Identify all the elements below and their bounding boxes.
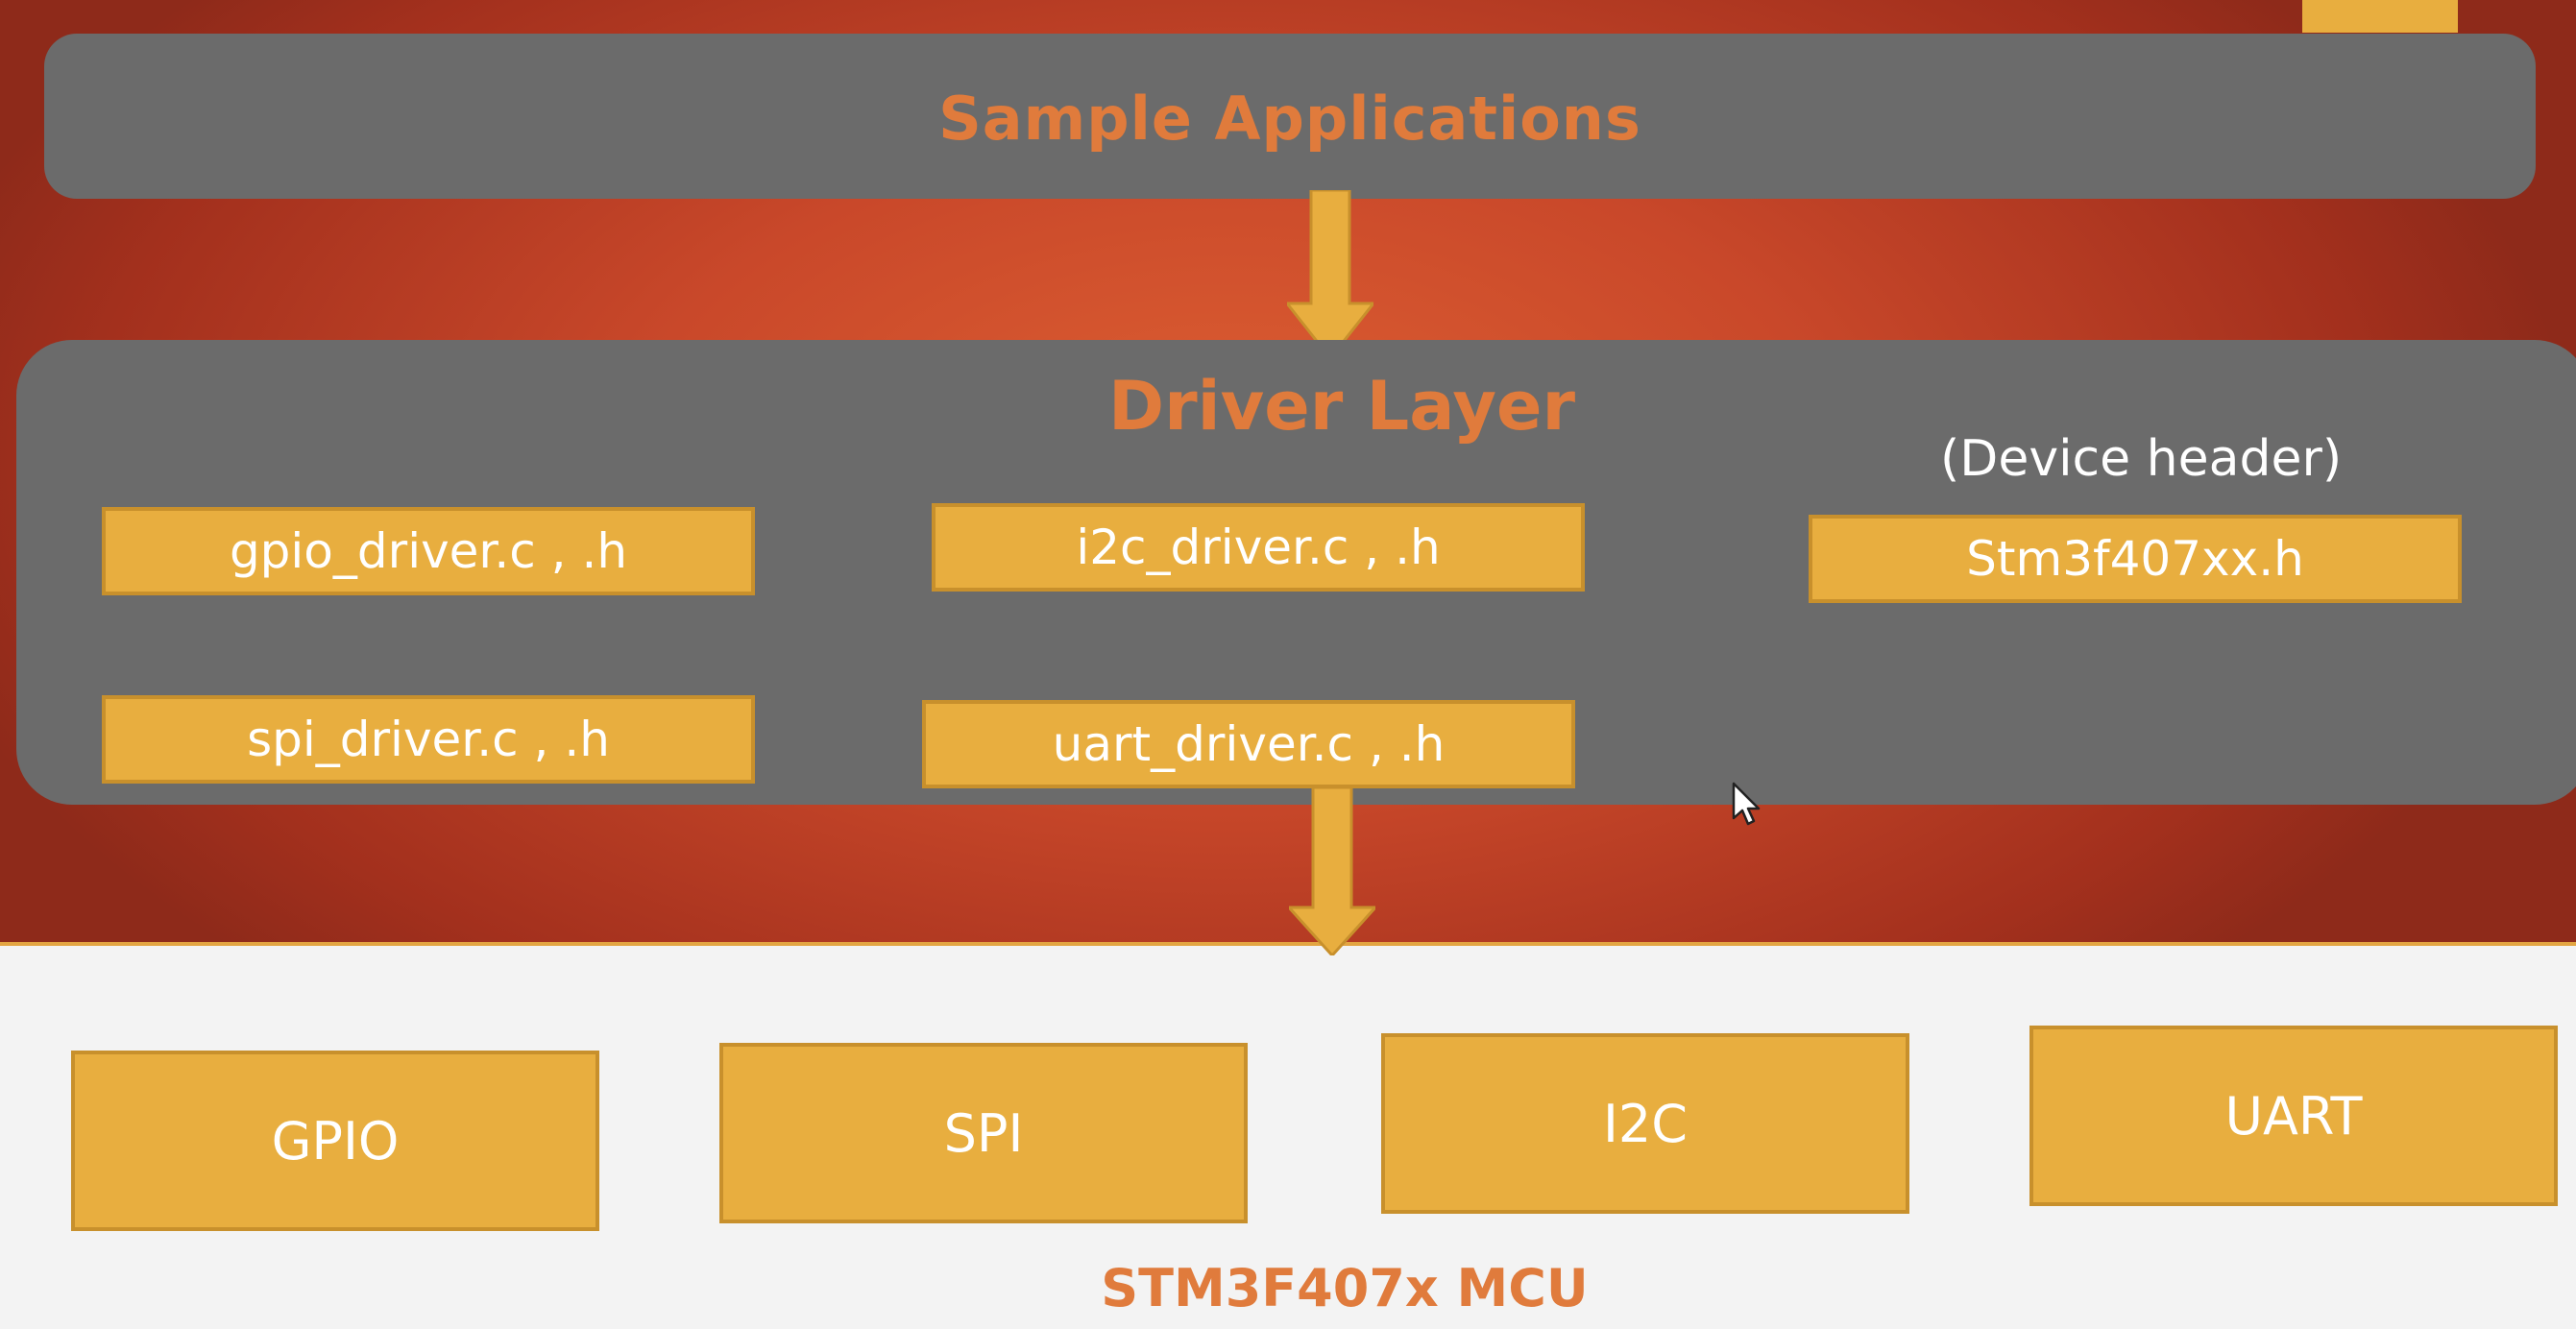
gpio-peripheral-box: GPIO (71, 1051, 599, 1231)
mcu-label: STM3F407x MCU (1101, 1258, 1589, 1318)
mouse-cursor-icon (1732, 782, 1761, 826)
gpio-driver-box: gpio_driver.c , .h (102, 507, 755, 595)
device-header-box: Stm3f407xx.h (1809, 515, 2462, 603)
device-header-label: (Device header) (1940, 430, 2343, 488)
driver-layer-title: Driver Layer (1108, 367, 1575, 446)
uart-driver-box: uart_driver.c , .h (922, 700, 1575, 788)
corner-tab (2302, 0, 2458, 33)
i2c-peripheral-box: I2C (1381, 1033, 1909, 1214)
arrow-down-icon (1289, 787, 1375, 955)
spi-driver-box: spi_driver.c , .h (102, 695, 755, 784)
sample-applications-title: Sample Applications (938, 84, 1641, 154)
i2c-driver-box: i2c_driver.c , .h (932, 503, 1585, 592)
uart-peripheral-box: UART (2029, 1026, 2558, 1206)
arrow-down-icon (1287, 190, 1373, 358)
sample-applications-panel: Sample Applications (44, 34, 2536, 199)
spi-peripheral-box: SPI (719, 1043, 1248, 1223)
